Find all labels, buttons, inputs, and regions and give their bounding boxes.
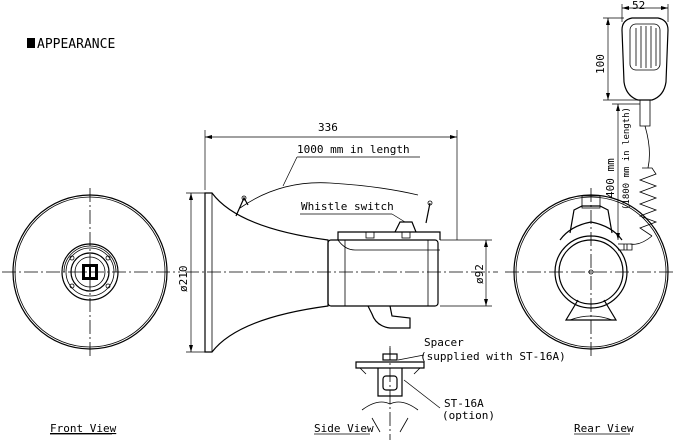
mic-width-dimension: 52 (632, 0, 645, 12)
front-view (2, 188, 180, 356)
side-view (185, 130, 498, 440)
stand-note: (option) (442, 409, 495, 422)
microphone (621, 17, 669, 245)
body-diameter-dimension: ø92 (473, 264, 486, 284)
mic-height-dimension: 100 (594, 54, 607, 74)
front-view-label: Front View (50, 422, 117, 435)
title-square-icon (27, 38, 35, 48)
cord-length-dimension: 400 mm (604, 158, 617, 198)
stand-callout: ST-16A (444, 397, 484, 410)
side-view-label: Side View (314, 422, 374, 435)
cord-stretched-dimension: (1800 mm in length) (622, 107, 632, 210)
rear-view-label: Rear View (574, 422, 634, 435)
length-dimension: 336 (318, 121, 338, 134)
bell-diameter-dimension: ø210 (177, 266, 190, 293)
spacer-note: (supplied with ST-16A) (420, 350, 566, 363)
rear-view (505, 188, 673, 356)
strap-length-callout: 1000 mm in length (297, 143, 410, 156)
title: APPEARANCE (37, 37, 115, 52)
whistle-switch-callout: Whistle switch (301, 200, 394, 213)
spacer-callout: Spacer (424, 336, 464, 349)
